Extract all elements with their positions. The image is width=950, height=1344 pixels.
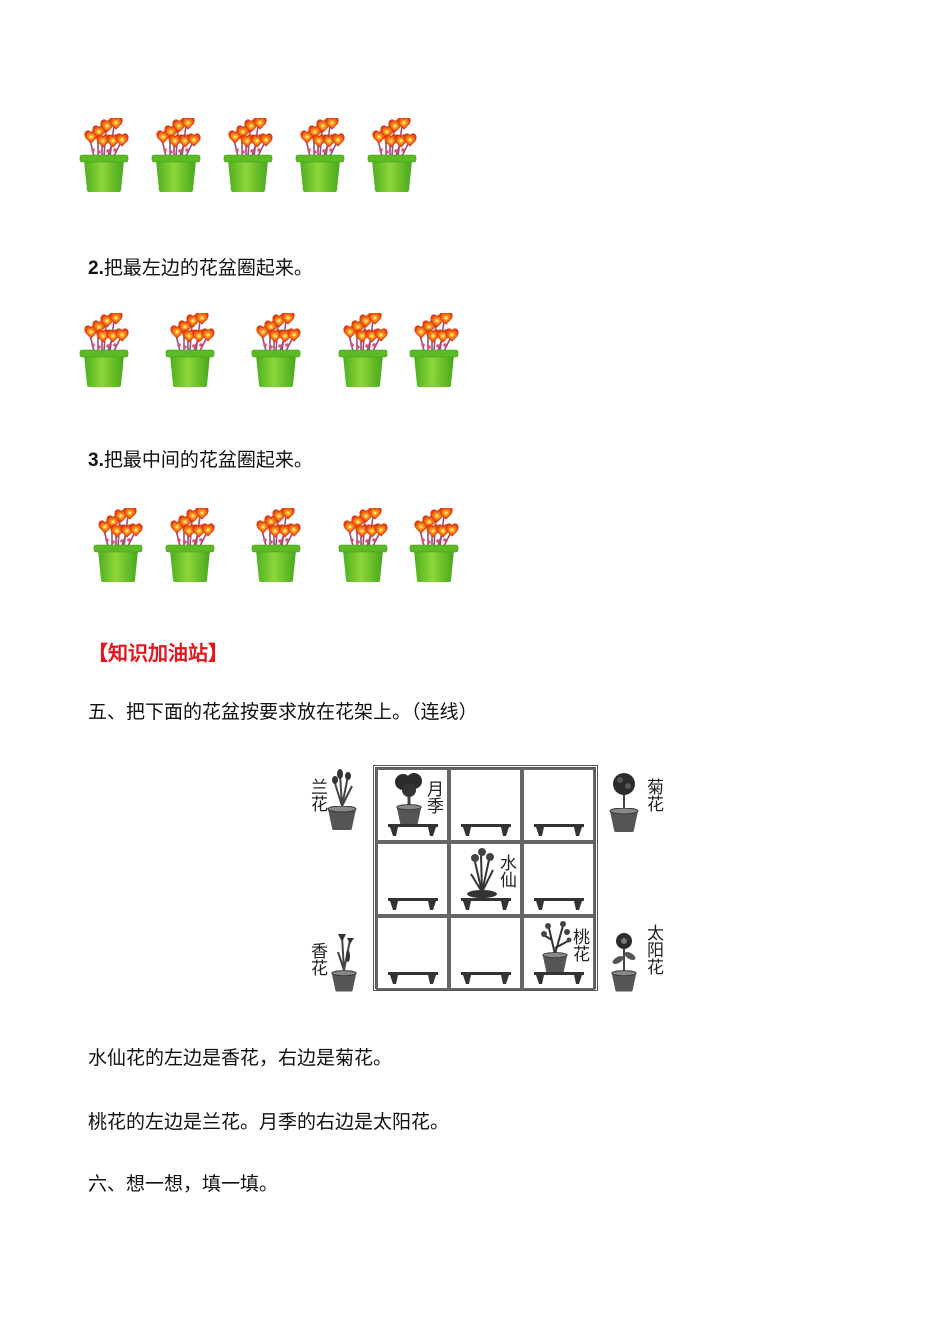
flower-pot[interactable] [92, 508, 144, 582]
flower-pot[interactable] [337, 313, 389, 387]
fragrant-flower-plant-icon[interactable] [328, 928, 360, 992]
shelf-cell-r2-c1[interactable] [376, 842, 449, 916]
cell-label: 水仙 [496, 854, 516, 888]
shelf-stand-icon [388, 971, 438, 985]
flower-pot[interactable] [164, 313, 216, 387]
question-2: 2.把最左边的花盆圈起来。 [88, 256, 313, 281]
orchid-plant-icon[interactable] [326, 766, 358, 830]
flower-pot-icon [250, 313, 302, 387]
side-label-bottom-right: 太阳花 [643, 924, 663, 975]
flower-pot-icon [78, 313, 130, 387]
side-label-top-right: 菊花 [643, 778, 663, 812]
flower-pot-icon [164, 508, 216, 582]
flower-pot-leftmost[interactable] [78, 313, 130, 387]
section-title: 【知识加油站】 [88, 641, 228, 665]
flower-pot-row-1 [0, 118, 950, 198]
flower-pot-icon [150, 118, 202, 192]
chrysanthemum-plant-icon[interactable] [608, 768, 640, 832]
flower-pot[interactable] [222, 118, 274, 192]
shelf-cell-r2-c3[interactable] [522, 842, 595, 916]
narcissus-plant-icon [467, 848, 497, 898]
shelf-stand-icon [461, 971, 511, 985]
shelf-cell-r1-c2[interactable] [449, 768, 522, 842]
flower-pot-row-2 [0, 313, 950, 393]
rose-plant-icon [395, 773, 422, 826]
flower-shelf-grid: 月季 水仙 [373, 765, 598, 991]
shelf-cell-r1-c3[interactable] [522, 768, 595, 842]
question-text: 把最左边的花盆圈起来。 [103, 257, 313, 279]
shelf-cell-r3-c1[interactable] [376, 916, 449, 990]
question-3: 3.把最中间的花盆圈起来。 [88, 448, 313, 473]
flower-pot-middle[interactable] [250, 508, 302, 582]
flower-pot-icon [78, 118, 130, 192]
flower-pot[interactable] [366, 118, 418, 192]
flower-pot-row-3 [0, 508, 950, 588]
flower-pot-icon [337, 508, 389, 582]
flower-pot-icon [164, 313, 216, 387]
flower-pot[interactable] [294, 118, 346, 192]
shelf-cell-r2-c2[interactable]: 水仙 [449, 842, 522, 916]
flower-shelf-figure: 兰花 菊花 香花 太阳花 月季 [302, 752, 664, 997]
flower-pot[interactable] [164, 508, 216, 582]
cell-label: 月季 [423, 780, 443, 814]
side-label-bottom-left: 香花 [307, 942, 327, 976]
side-label-top-left: 兰花 [307, 778, 327, 812]
shelf-stand-icon [534, 897, 584, 911]
flower-pot[interactable] [250, 313, 302, 387]
flower-pot[interactable] [408, 508, 460, 582]
flower-pot[interactable] [150, 118, 202, 192]
cell-label: 桃花 [569, 928, 589, 962]
flower-pot-icon [250, 508, 302, 582]
shelf-stand-icon [388, 823, 438, 837]
flower-pot[interactable] [408, 313, 460, 387]
question-text: 把最中间的花盆圈起来。 [103, 449, 313, 471]
question-number: 3. [88, 450, 104, 471]
flower-pot-icon [408, 508, 460, 582]
flower-pot-icon [92, 508, 144, 582]
peach-blossom-plant-icon [541, 921, 572, 974]
exercise-6-title: 六、想一想，填一填。 [88, 1173, 279, 1195]
shelf-stand-icon [461, 897, 511, 911]
flower-pot-icon [222, 118, 274, 192]
shelf-stand-icon [461, 823, 511, 837]
flower-pot-icon [294, 118, 346, 192]
shelf-stand-icon [388, 897, 438, 911]
flower-pot-icon [337, 313, 389, 387]
sun-flower-plant-icon[interactable] [608, 928, 640, 992]
flower-pot[interactable] [337, 508, 389, 582]
shelf-cell-r3-c2[interactable] [449, 916, 522, 990]
flower-pot-icon [366, 118, 418, 192]
clue-1: 水仙花的左边是香花，右边是菊花。 [88, 1047, 393, 1069]
question-number: 2. [88, 258, 104, 279]
exercise-5-title: 五、把下面的花盆按要求放在花架上。（连线） [88, 701, 478, 723]
clue-2: 桃花的左边是兰花。月季的右边是太阳花。 [88, 1111, 450, 1133]
shelf-stand-icon [534, 971, 584, 985]
shelf-cell-r3-c3[interactable]: 桃花 [522, 916, 595, 990]
shelf-stand-icon [534, 823, 584, 837]
flower-pot-icon [408, 313, 460, 387]
flower-pot[interactable] [78, 118, 130, 192]
shelf-cell-r1-c1[interactable]: 月季 [376, 768, 449, 842]
